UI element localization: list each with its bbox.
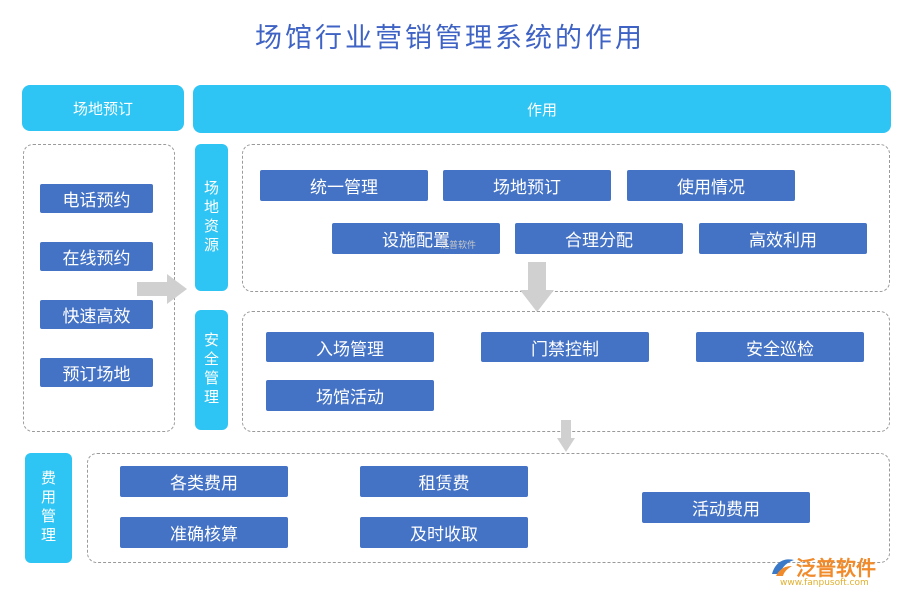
resource-item: 场地预订 [443,170,611,201]
page-title: 场馆行业营销管理系统的作用 [255,23,645,54]
safety-item: 场馆活动 [266,380,434,411]
arrow-down-icon [557,420,575,452]
header-fees: 费用管理 [25,453,72,563]
watermark: 泛普软件 [440,241,477,251]
header-resources: 场地资源 [195,144,228,291]
logo-url: www.fanpusoft.com [780,578,869,588]
resource-item: 高效利用 [699,223,867,254]
booking-item: 电话预约 [40,184,153,213]
fee-item: 租赁费 [360,466,528,497]
safety-item: 安全巡检 [696,332,864,362]
resource-item: 设施配置 [332,223,500,254]
arrow-down-icon [520,262,554,312]
fee-item: 及时收取 [360,517,528,548]
arrow-right-icon [137,274,187,304]
safety-panel [242,311,890,432]
resource-item: 统一管理 [260,170,428,201]
logo-name: 泛普软件 [796,556,876,580]
booking-item: 快速高效 [40,300,153,329]
fee-item: 各类费用 [120,466,288,497]
header-function: 作用 [193,85,891,133]
safety-item: 入场管理 [266,332,434,362]
resource-item: 合理分配 [515,223,683,254]
header-booking: 场地预订 [22,85,184,131]
safety-item: 门禁控制 [481,332,649,362]
fee-item: 准确核算 [120,517,288,548]
logo-icon [772,558,794,576]
resource-item: 使用情况 [627,170,795,201]
header-safety: 安全管理 [195,310,228,430]
fees-panel [87,453,890,563]
fee-item: 活动费用 [642,492,810,523]
booking-item: 预订场地 [40,358,153,387]
fanpu-logo: 泛普软件 [770,552,876,581]
booking-item: 在线预约 [40,242,153,271]
resources-panel [242,144,890,292]
